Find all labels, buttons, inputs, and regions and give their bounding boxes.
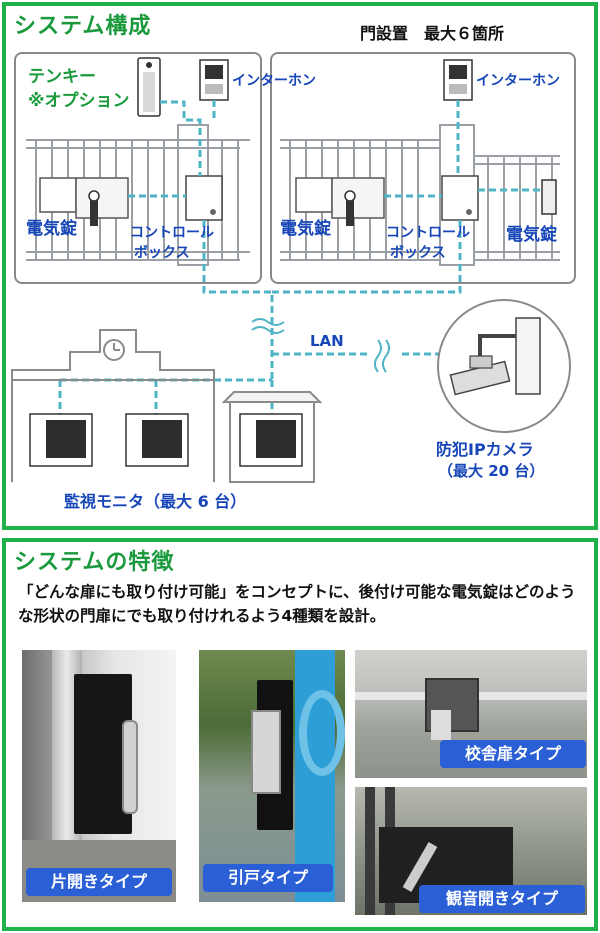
tag-single-swing: 片開きタイプ — [26, 868, 172, 896]
right-intercom-device — [443, 59, 473, 101]
sliding-lock-device — [541, 179, 557, 215]
lan-wiring — [58, 352, 460, 414]
right-lock-plate-2 — [331, 177, 385, 219]
camera-limit-label: （最大 20 台） — [438, 462, 545, 480]
left-lock-plate-2 — [75, 177, 129, 219]
school-building — [11, 329, 215, 482]
intercom-left-label: インターホン — [232, 73, 316, 89]
left-lock-handle — [90, 196, 98, 226]
right-control-box — [441, 175, 479, 221]
camera-label: 防犯IPカメラ — [436, 440, 534, 459]
intercom-right-label: インターホン — [476, 73, 560, 89]
right-lock-handle — [346, 196, 354, 226]
left-wiring — [128, 100, 274, 380]
right-lock-plate-1 — [295, 177, 333, 213]
left-lock-plate-1 — [39, 177, 77, 213]
monitor-caption: 監視モニタ（最大 6 台） — [64, 492, 247, 511]
tag-double-swing: 観音開きタイプ — [419, 885, 585, 913]
lan-label: LAN — [310, 332, 344, 350]
tenkey-label: テンキー — [28, 67, 96, 87]
lock-mid-label: 電気錠 — [280, 219, 331, 239]
ip-camera-icon — [437, 299, 571, 433]
control-left-label: コントロール — [130, 225, 214, 241]
features-title: システムの特徴 — [14, 550, 175, 575]
gate-note: 門設置 最大６箇所 — [360, 24, 505, 43]
guard-booth — [221, 391, 323, 483]
left-control-box — [185, 175, 223, 221]
photo-sliding — [199, 650, 345, 902]
monitor-1 — [29, 413, 93, 467]
tenkey-option-label: ※オプション — [28, 91, 130, 111]
system-title: システム構成 — [14, 14, 152, 39]
features-description: 「どんな扉にも取り付け可能」をコンセプトに、後付け可能な電気錠はどのような形状の… — [18, 583, 576, 625]
right-wiring — [272, 100, 542, 294]
monitor-3 — [239, 413, 303, 467]
left-intercom-device — [199, 59, 229, 101]
tag-sliding: 引戸タイプ — [203, 864, 333, 892]
system-diagram — [11, 57, 571, 483]
lan-break-marks — [251, 318, 390, 373]
lock-right-label: 電気錠 — [506, 225, 557, 245]
photo-single-swing — [22, 650, 176, 902]
control-right-label-2: ボックス — [390, 245, 446, 261]
control-left-label-2: ボックス — [134, 245, 190, 261]
lock-left-label: 電気錠 — [26, 219, 77, 239]
monitor-2 — [125, 413, 189, 467]
tenkey-device — [137, 57, 161, 117]
control-right-label: コントロール — [386, 225, 470, 241]
tag-school-door: 校舎扉タイプ — [440, 740, 586, 768]
